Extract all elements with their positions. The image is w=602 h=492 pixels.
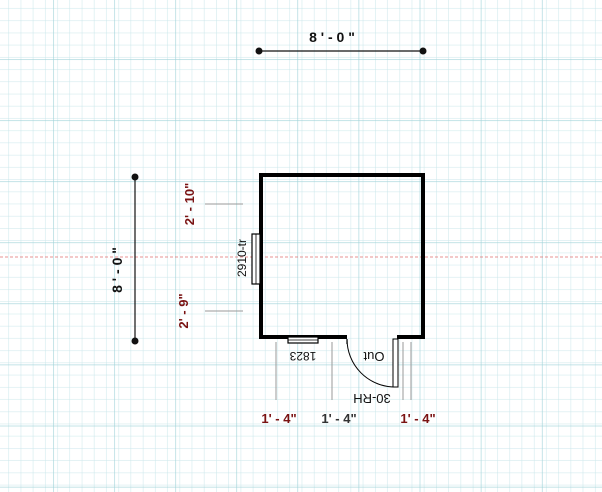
left-upper-dimension-label[interactable]: 2' - 10" — [182, 183, 197, 226]
left-window-label: 2910-tr — [235, 239, 249, 277]
bottom-window-label: 1823 — [289, 349, 316, 363]
door-leaf — [392, 338, 399, 388]
left-height-dimension[interactable]: 8 ' - 0 " — [109, 173, 139, 345]
left-wall-window[interactable]: 2910-tr — [235, 233, 261, 285]
bottom-left-dimension-label[interactable]: 1' - 4" — [261, 411, 296, 426]
top-width-dimension[interactable]: 8 ' - 0 " — [255, 29, 427, 55]
door[interactable]: Out 30-RH — [346, 338, 399, 406]
left-height-label: 8 ' - 0 " — [109, 247, 125, 293]
top-width-label: 8 ' - 0 " — [309, 29, 355, 45]
door-swing-arc — [346, 338, 396, 388]
bottom-wall-window[interactable]: 1823 — [287, 336, 319, 363]
left-lower-dimension-label[interactable]: 2' - 9" — [176, 293, 191, 328]
room-walls[interactable] — [259, 173, 425, 339]
door-swing-label: Out — [363, 349, 384, 364]
bottom-right-dimension-label[interactable]: 1' - 4" — [400, 411, 435, 426]
bottom-mid-dimension-label[interactable]: 1' - 4" — [321, 411, 356, 426]
door-code-label: 30-RH — [353, 391, 391, 406]
